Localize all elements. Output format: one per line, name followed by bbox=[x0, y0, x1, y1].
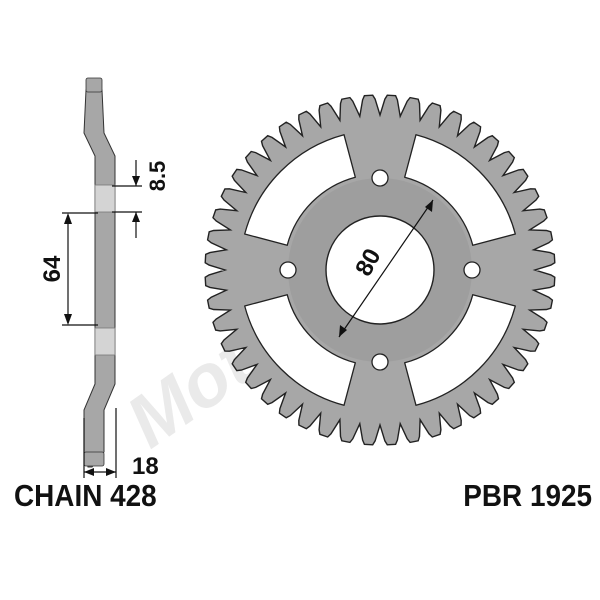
bolt-hole bbox=[463, 261, 481, 279]
bolt-hole bbox=[371, 169, 389, 187]
center-bore bbox=[325, 215, 435, 325]
spoke-cutout bbox=[244, 294, 356, 406]
spoke-cutouts bbox=[244, 134, 516, 406]
bolt-hole bbox=[279, 261, 297, 279]
dimension-8-5 bbox=[112, 160, 142, 238]
profile-body bbox=[83, 89, 116, 468]
spoke-cutout bbox=[404, 134, 516, 246]
dimension-64 bbox=[62, 212, 98, 326]
dimension-18-label: 18 bbox=[132, 453, 159, 480]
part-number-caption: PBR 1925 bbox=[463, 478, 592, 513]
dimension-8-5-label: 8.5 bbox=[145, 161, 170, 192]
spoke-cutout bbox=[244, 134, 356, 246]
dimension-64-label: 64 bbox=[39, 255, 66, 282]
bolt-hole bbox=[371, 353, 389, 371]
profile-band-lower bbox=[94, 327, 116, 356]
chain-caption: CHAIN 428 bbox=[14, 478, 157, 513]
profile-tooth-bottom bbox=[83, 451, 105, 467]
side-profile bbox=[83, 77, 116, 468]
dimension-80 bbox=[338, 199, 434, 338]
spoke-cutout bbox=[404, 294, 516, 406]
dimension-18 bbox=[83, 408, 117, 478]
bolt-holes bbox=[279, 169, 481, 371]
sprocket-front-view bbox=[204, 94, 556, 446]
profile-band-upper bbox=[94, 184, 116, 213]
profile-tooth-top bbox=[85, 77, 103, 93]
